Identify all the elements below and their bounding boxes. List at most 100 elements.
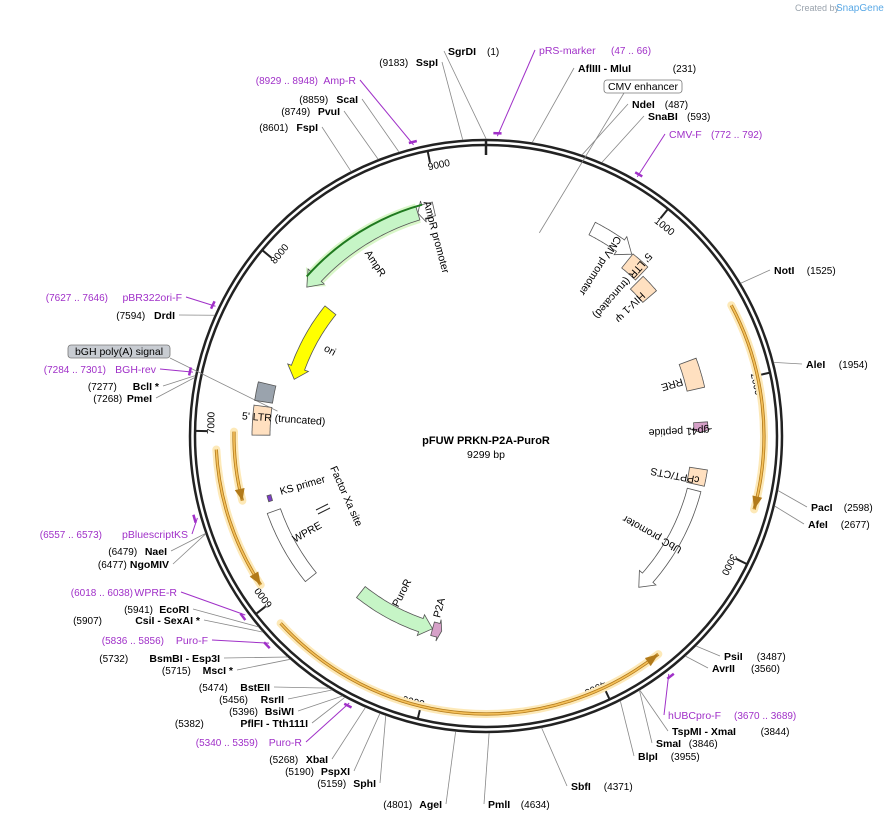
site-name: NgoMIV	[130, 559, 169, 571]
feature-wpre	[266, 508, 317, 583]
orf-arrowhead	[644, 654, 659, 667]
site-leader	[483, 732, 490, 805]
site-name: BclI *	[133, 381, 160, 393]
site-leader	[619, 700, 635, 757]
site-name: PflFI - Tth111I	[240, 718, 308, 730]
site-position: (5159)	[317, 779, 346, 790]
primer-mark	[239, 612, 247, 621]
ruler-tick	[261, 249, 273, 259]
site-leader	[203, 619, 264, 633]
site-name: SnaBI	[648, 111, 678, 123]
feature-label-rre: RRE	[660, 375, 685, 393]
site-leader	[541, 727, 568, 787]
site-name: AleI	[806, 359, 825, 371]
primer-mark	[634, 171, 643, 178]
orf-arrowhead	[234, 488, 245, 501]
site-position: (5941)	[124, 605, 153, 616]
ruler-tick-label: 7000	[206, 411, 217, 434]
site-position: (5190)	[285, 767, 314, 778]
site-position: (5474)	[199, 683, 228, 694]
primer-leader	[496, 49, 536, 137]
site-bsteii: BstEII(5474)	[199, 682, 270, 694]
primer-leader	[305, 702, 350, 743]
primer-name: WPRE-R	[134, 587, 177, 599]
site-xbai: XbaI(5268)	[269, 754, 328, 766]
primer-mark	[187, 367, 193, 376]
site-position: (1954)	[839, 360, 868, 371]
site-ngomiv: NgoMIV(6477)	[98, 559, 169, 571]
leader-lines	[155, 50, 808, 805]
site-leader	[639, 689, 669, 732]
site-avrii: AvrII(3560)	[712, 663, 780, 675]
primer-mark	[343, 702, 353, 709]
site-position: (4801)	[383, 800, 412, 811]
feature-label-wpre: WPRE	[291, 519, 324, 545]
site-csii-sexai: CsiI - SexAI *(5907)	[73, 615, 201, 627]
site-leader	[443, 50, 487, 140]
site-name: AvrII	[712, 663, 735, 675]
primer-range: (5340 .. 5359)	[196, 738, 258, 749]
site-leader	[685, 655, 709, 669]
site-position: (3846)	[689, 739, 718, 750]
site-name: SspI	[416, 57, 438, 69]
primer-name: Puro-R	[269, 737, 303, 749]
site-position: (8749)	[281, 107, 310, 118]
site-leader	[236, 658, 291, 671]
primer-name: pBR322ori-F	[122, 292, 182, 304]
site-position: (5268)	[269, 755, 298, 766]
primer-name: Amp-R	[323, 75, 356, 87]
site-position: (1)	[487, 47, 499, 58]
orf-arc-fill	[280, 622, 659, 715]
site-name: BsiWI	[265, 706, 294, 718]
site-name: CsiI - SexAI *	[135, 615, 201, 627]
site-smai: SmaI (3846)	[656, 738, 718, 750]
primer-puro-f: Puro-F (5836 .. 5856)	[102, 635, 208, 647]
orf-arrowhead	[249, 571, 261, 585]
site-leader	[361, 98, 400, 153]
primer-mark	[209, 300, 216, 310]
primer-name: Puro-F	[176, 635, 208, 647]
boxed-label-text: CMV enhancer	[608, 81, 679, 93]
primer-pbluescriptks: pBluescriptKS(6557 .. 6573)	[40, 529, 188, 541]
site-position: (5396)	[229, 707, 258, 718]
ruler-tick-label: 9000	[427, 158, 451, 173]
site-leader	[170, 533, 206, 552]
primer-leader	[185, 296, 216, 307]
primer-hubcpro-f: hUBCpro-F(3670 .. 3689)	[668, 710, 796, 722]
primer-leader	[159, 368, 193, 373]
primer-range: (7627 .. 7646)	[46, 293, 108, 304]
primer-range: (772 .. 792)	[711, 130, 762, 141]
feature-arcs	[251, 200, 713, 642]
site-leader	[162, 375, 196, 387]
feature-hiv-1	[629, 275, 658, 303]
feature-label-gp41-peptide: gp41 peptide	[648, 424, 709, 438]
primer-cmv-f: CMV-F(772 .. 792)	[669, 129, 762, 141]
primer-marks: pRS-marker(47 .. 66)Amp-R(8929 .. 8948)C…	[40, 45, 797, 749]
ampr-accent	[305, 203, 423, 278]
site-name: SmaI	[656, 738, 681, 750]
ruler-tick-label: 3000	[719, 552, 739, 577]
primer-name: hUBCpro-F	[668, 710, 721, 722]
feature-label-ampr: AmpR	[362, 248, 388, 279]
site-name: SphI	[353, 778, 376, 790]
orf-arc-fill	[730, 304, 765, 510]
snapgene-logo: SnapGene	[836, 3, 884, 14]
site-sgrdi: SgrDI (1)	[448, 46, 499, 58]
orf-arc-fill	[215, 449, 262, 586]
primer-puro-r: Puro-R (5340 .. 5359)	[196, 737, 303, 749]
primer-range: (7284 .. 7301)	[44, 365, 106, 376]
site-name: EcoRI	[159, 604, 189, 616]
site-position: (593)	[687, 112, 710, 123]
primer-range: (47 .. 66)	[611, 46, 651, 57]
primer-range: (5836 .. 5856)	[102, 636, 164, 647]
site-position: (487)	[665, 100, 688, 111]
primer-leader	[180, 591, 246, 616]
site-pflfi-tth111i: PflFI - Tth111I(5382)	[175, 718, 308, 730]
primer-mark	[666, 672, 675, 680]
primer-range: (6557 .. 6573)	[40, 530, 102, 541]
feature-label-5-ltr-truncated: 5' LTR (truncated)	[242, 410, 326, 428]
site-name: SgrDI	[448, 46, 476, 58]
boxed-label-leader	[538, 92, 625, 234]
site-leader	[777, 490, 808, 508]
